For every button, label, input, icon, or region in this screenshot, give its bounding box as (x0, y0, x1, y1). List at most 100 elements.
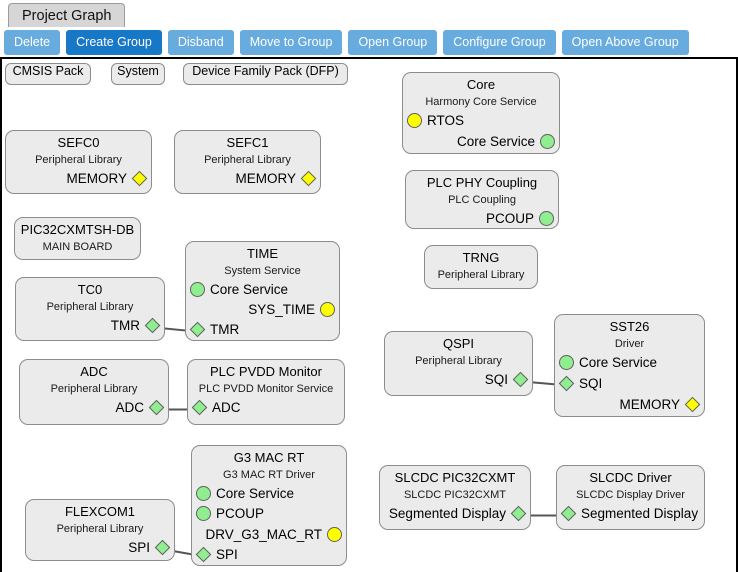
toolbar-button-open-above-group[interactable]: Open Above Group (561, 29, 689, 55)
capability-row: MEMORY (6, 168, 151, 189)
node-title: SLCDC PIC32CXMT (394, 470, 516, 485)
node-title: Core (466, 77, 496, 92)
yellow-circle-icon[interactable] (320, 301, 335, 317)
yellow-circle-icon[interactable] (327, 526, 342, 542)
green-diamond-icon[interactable] (191, 399, 208, 416)
node-device-family-pack[interactable]: Device Family Pack (DFP) (183, 63, 348, 85)
capability-row: Core Service (555, 352, 704, 373)
graph-canvas[interactable]: CMSIS Pack System Device Family Pack (DFP)… (0, 57, 738, 572)
green-diamond-icon[interactable] (195, 546, 212, 563)
capability-label: ADC (115, 400, 144, 415)
capability-label: MEMORY (66, 171, 127, 186)
green-diamond-icon[interactable] (189, 322, 206, 338)
node-subtitle: SLCDC PIC32CXMT (403, 489, 507, 501)
node-title: SLCDC Driver (589, 470, 672, 485)
node-subtitle: G3 MAC RT Driver (223, 469, 315, 481)
yellow-circle-icon[interactable] (407, 113, 422, 128)
capability-label: SPI (216, 547, 238, 563)
toolbar-button-open-group[interactable]: Open Group (348, 29, 438, 55)
capability-row: SPI (26, 537, 174, 558)
tab-project-graph[interactable]: Project Graph (8, 3, 126, 27)
capability-label: ADC (212, 400, 241, 415)
green-circle-icon[interactable] (190, 281, 205, 297)
capability-row: MEMORY (175, 168, 320, 189)
capability-row: MEMORY (555, 394, 704, 415)
node-title: QSPI (442, 336, 475, 351)
green-diamond-icon[interactable] (512, 371, 529, 388)
green-circle-icon[interactable] (539, 210, 554, 226)
capability-label: TMR (110, 318, 140, 333)
capability-row: Segmented Display (557, 503, 704, 524)
capability-label: Core Service (456, 134, 535, 149)
node-subtitle: System Service (224, 265, 301, 277)
capability-row: TMR (186, 320, 339, 340)
node-title: SEFC0 (57, 135, 100, 150)
green-diamond-icon[interactable] (148, 399, 165, 416)
green-circle-icon[interactable] (196, 506, 211, 522)
toolbar-button-create-group[interactable]: Create Group (66, 29, 162, 55)
node-slcdc-pic32cxmt[interactable]: SLCDC PIC32CXMT SLCDC PIC32CXMT Segmented … (379, 465, 531, 530)
node-subtitle: PLC Coupling (448, 194, 516, 206)
toolbar-button-move-to-group[interactable]: Move to Group (239, 29, 343, 55)
capability-label: Core Service (216, 485, 295, 501)
toolbar-button-delete[interactable]: Delete (4, 29, 61, 55)
green-diamond-icon[interactable] (560, 505, 577, 522)
capability-label: Core Service (210, 281, 289, 297)
capability-label: PCOUP (216, 506, 265, 522)
node-title: PIC32CXMTSH-DB (20, 222, 135, 237)
toolbar-button-configure-group[interactable]: Configure Group (443, 29, 556, 55)
green-circle-icon[interactable] (540, 134, 555, 149)
green-circle-icon[interactable] (559, 355, 574, 370)
green-diamond-icon[interactable] (144, 317, 161, 334)
capability-row: PCOUP (406, 208, 558, 228)
capability-row: TMR (16, 315, 164, 336)
capability-label: TMR (210, 322, 240, 338)
node-subtitle: Peripheral Library (35, 154, 122, 166)
yellow-diamond-icon[interactable] (131, 170, 148, 187)
node-subtitle: Peripheral Library (415, 355, 502, 367)
node-title: TIME (246, 246, 279, 261)
node-subtitle: Driver (614, 338, 645, 350)
capability-row: Segmented Display (380, 503, 530, 524)
capability-label: Core Service (579, 355, 658, 370)
green-circle-icon[interactable] (196, 485, 211, 501)
toolbar-button-disband[interactable]: Disband (167, 29, 234, 55)
node-system[interactable]: System (111, 63, 165, 85)
node-title: PLC PHY Coupling (426, 175, 538, 190)
green-diamond-icon[interactable] (558, 375, 575, 392)
yellow-diamond-icon[interactable] (300, 170, 317, 187)
node-cmsis-pack[interactable]: CMSIS Pack (5, 63, 91, 85)
capability-label: RTOS (427, 113, 465, 128)
node-subtitle: PLC PVDD Monitor Service (198, 383, 334, 395)
capability-row: SQI (555, 373, 704, 394)
node-title: G3 MAC RT (233, 450, 305, 465)
node-subtitle: Peripheral Library (50, 383, 138, 395)
capability-label: DRV_G3_MAC_RT (205, 526, 322, 542)
node-subtitle: Peripheral Library (46, 301, 134, 313)
capability-label: PCOUP (485, 210, 534, 226)
green-diamond-icon[interactable] (154, 539, 171, 556)
node-subtitle: SLCDC Display Driver (576, 489, 685, 501)
node-subtitle: Harmony Core Service (425, 96, 537, 108)
capability-label: MEMORY (235, 171, 296, 186)
yellow-diamond-icon[interactable] (684, 396, 701, 413)
capability-label: SYS_TIME (248, 301, 315, 317)
capability-row: ADC (20, 397, 168, 418)
green-diamond-icon[interactable] (510, 505, 527, 522)
